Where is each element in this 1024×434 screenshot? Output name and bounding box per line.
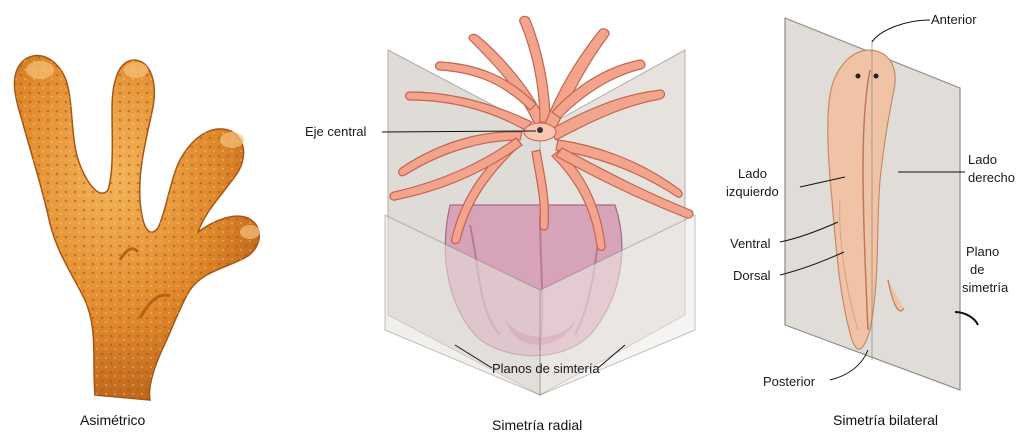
right-side-label-line2: derecho [968, 170, 1015, 185]
plane-label-line2: de [970, 262, 984, 277]
left-side-label-line2: izquierdo [726, 184, 779, 199]
right-side-label-line1: Lado [968, 152, 997, 167]
posterior-label: Posterior [763, 374, 815, 389]
plane-label-line3: simetría [962, 280, 1008, 295]
asymmetric-caption: Asimétrico [80, 412, 145, 428]
radial-caption: Simetría radial [492, 417, 582, 433]
plane-label-line1: Plano [966, 244, 999, 259]
asymmetric-sponge-illustration [0, 0, 290, 410]
central-axis-label: Eje central [305, 124, 366, 139]
symmetry-planes-label: Planos de simtería [492, 361, 600, 376]
ventral-label: Ventral [730, 236, 770, 251]
left-side-label-line1: Lado [738, 166, 767, 181]
bilateral-flatworm-illustration [720, 0, 1024, 410]
sponge-body [14, 56, 260, 400]
bilateral-caption: Simetría bilateral [833, 412, 938, 428]
dorsal-label: Dorsal [733, 268, 771, 283]
radial-anemone-illustration [290, 0, 720, 410]
anterior-label: Anterior [931, 12, 977, 27]
